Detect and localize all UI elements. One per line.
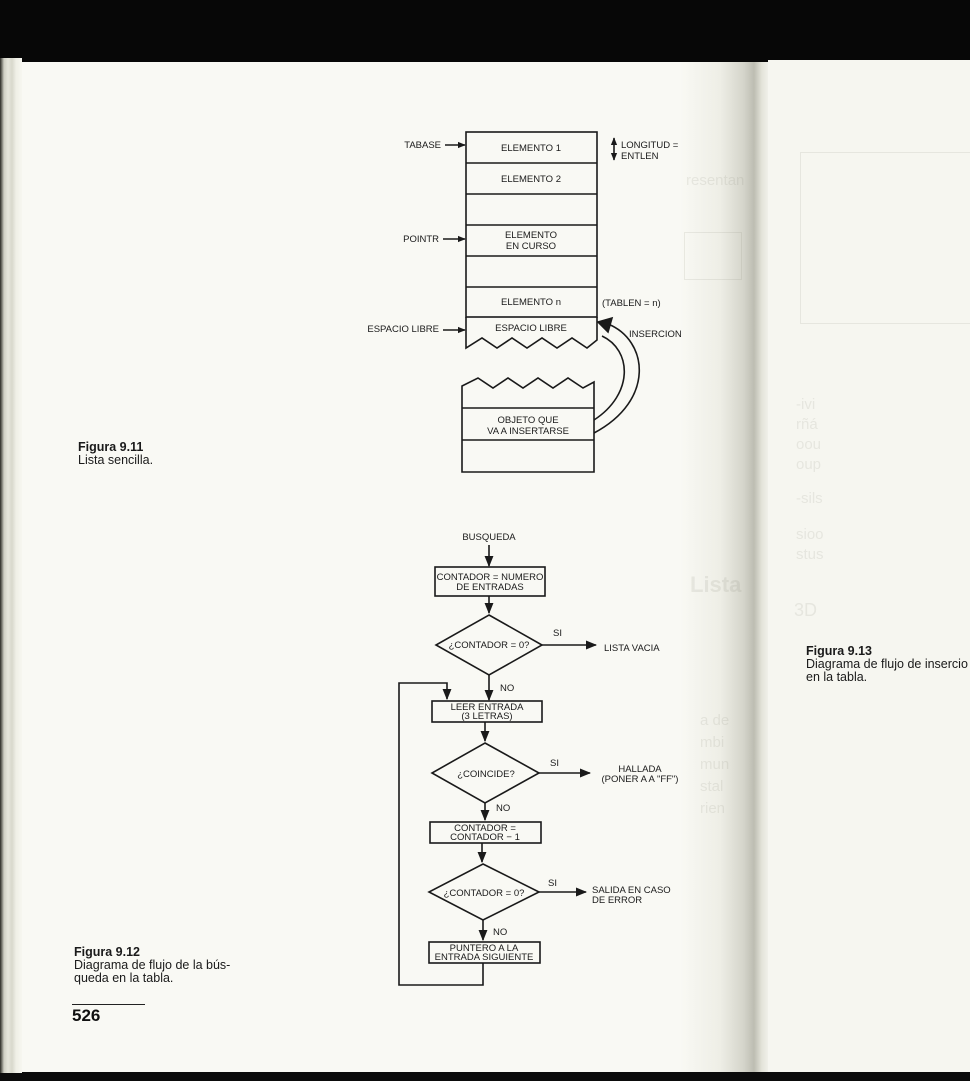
figure-9-13-text-line1: Diagrama de flujo de insercio: [806, 657, 968, 671]
si-label-2: SI: [550, 758, 559, 769]
simple-list-diagram: [443, 131, 641, 473]
no-label-1: NO: [500, 683, 514, 694]
figure-9-11-text: Lista sencilla.: [78, 453, 154, 467]
salida-label: SALIDA EN CASO: [592, 885, 671, 896]
ghost-box: [800, 152, 970, 324]
espacio-libre-row-label: ESPACIO LIBRE: [495, 323, 567, 334]
ghost-text: oou: [796, 436, 822, 453]
ghost-text: -ivi: [796, 396, 816, 413]
decrement-text-2: CONTADOR − 1: [450, 832, 520, 843]
ghost-text: stus: [796, 546, 824, 563]
left-page: [18, 62, 754, 1072]
elemento-en-curso-label-2: EN CURSO: [506, 241, 556, 252]
no-label-3: NO: [493, 927, 507, 938]
pointer-text-2: ENTRADA SIGUIENTE: [435, 952, 534, 963]
figure-9-11-title: Figura 9.11: [78, 440, 144, 454]
tablen-label: (TABLEN = n): [602, 298, 661, 309]
ghost-text: stal: [700, 778, 724, 795]
no-label-2: NO: [496, 803, 510, 814]
init-counter-box: [434, 566, 546, 597]
read-entry-box: [431, 700, 543, 723]
right-page: [768, 60, 970, 1072]
object-block-torn-edge: [461, 377, 595, 473]
hallada-label: HALLADA: [618, 764, 662, 775]
init-counter-text: CONTADOR = NUMERO: [437, 572, 544, 583]
figure-9-12-text-line1: Diagrama de flujo de la bús-: [74, 958, 231, 972]
top-dark-band: [0, 0, 970, 62]
ghost-text: a de: [700, 712, 730, 729]
espacio-libre-pointer-label: ESPACIO LIBRE: [367, 324, 439, 335]
book-edge: [0, 58, 22, 1073]
hallada-label-2: (PONER A A "FF"): [602, 774, 679, 785]
si-label-1: SI: [553, 628, 562, 639]
elemento-n-label: ELEMENTO n: [501, 297, 561, 308]
ghost-text: oup: [796, 456, 822, 473]
elemento-1-label: ELEMENTO 1: [501, 143, 561, 154]
search-flowchart: [398, 545, 598, 986]
read-entry-text-2: (3 LETRAS): [461, 711, 512, 722]
elemento-en-curso-label: ELEMENTO: [505, 230, 557, 241]
book-gutter: [680, 62, 770, 1072]
objeto-label: OBJETO QUE: [497, 415, 558, 426]
ghost-text: 3D: [794, 600, 818, 620]
simple-list-labels: TABASE POINTR ESPACIO LIBRE ELEMENTO 1 E…: [367, 140, 682, 437]
ghost-text: resentan: [686, 172, 745, 189]
figure-9-12-title: Figura 9.12: [74, 945, 140, 959]
objeto-label-2: VA A INSERTARSE: [487, 426, 569, 437]
page-number-rule: [72, 1004, 145, 1005]
figure-9-11-caption: Figura 9.11 Lista sencilla.: [78, 441, 153, 467]
busqueda-label: BUSQUEDA: [462, 532, 516, 543]
insertion-arrow-outer: [593, 323, 641, 434]
insercion-label: INSERCION: [629, 329, 682, 340]
longitud-label: LONGITUD =: [621, 140, 679, 151]
figure-9-12-caption: Figura 9.12 Diagrama de flujo de la bús-…: [74, 946, 230, 985]
tabase-label: TABASE: [404, 140, 441, 151]
lista-vacia-label: LISTA VACIA: [604, 643, 660, 654]
salida-label-2: DE ERROR: [592, 895, 642, 906]
decrement-text: CONTADOR =: [454, 823, 516, 834]
search-flowchart-labels: BUSQUEDA CONTADOR = NUMERO DE ENTRADAS ¿…: [435, 532, 679, 963]
pointr-label: POINTR: [403, 234, 439, 245]
ghost-text: Lista: [690, 572, 742, 597]
elemento-2-label: ELEMENTO 2: [501, 174, 561, 185]
ghost-text: mbi: [700, 734, 725, 751]
entlen-label: ENTLEN: [621, 151, 659, 162]
pointer-text: PUNTERO A LA: [450, 943, 519, 954]
next-entry-pointer-box: [428, 941, 541, 964]
decision-2-text: ¿COINCIDE?: [457, 769, 515, 780]
ghost-text: sioo: [796, 526, 824, 543]
figure-9-13-title: Figura 9.13: [806, 645, 872, 658]
figure-9-13-text-line2: en la tabla.: [806, 670, 868, 684]
ghost-box: [684, 232, 742, 280]
ghost-text: rien: [700, 800, 726, 817]
free-space-torn-edge: [465, 317, 598, 350]
ghost-text: rñá: [796, 416, 818, 433]
ghost-text: mun: [700, 756, 730, 773]
figure-9-12-text-line2: queda en la tabla.: [74, 971, 174, 985]
decrement-counter-box: [429, 821, 542, 844]
insertion-arrow-inner: [593, 335, 626, 421]
insertion-arrowhead: [596, 316, 614, 334]
si-label-3: SI: [548, 878, 557, 889]
figure-9-13-caption: Figura 9.13 Diagrama de flujo de inserci…: [806, 645, 970, 684]
page-number: 526: [72, 1006, 101, 1025]
read-entry-text: LEER ENTRADA: [451, 702, 525, 713]
decision-1-text: ¿CONTADOR = 0?: [449, 640, 530, 651]
loop-back-line: [398, 682, 484, 986]
ghost-text: -sils: [796, 490, 823, 507]
init-counter-text-2: DE ENTRADAS: [456, 582, 524, 593]
decision-3-text: ¿CONTADOR = 0?: [444, 888, 525, 899]
